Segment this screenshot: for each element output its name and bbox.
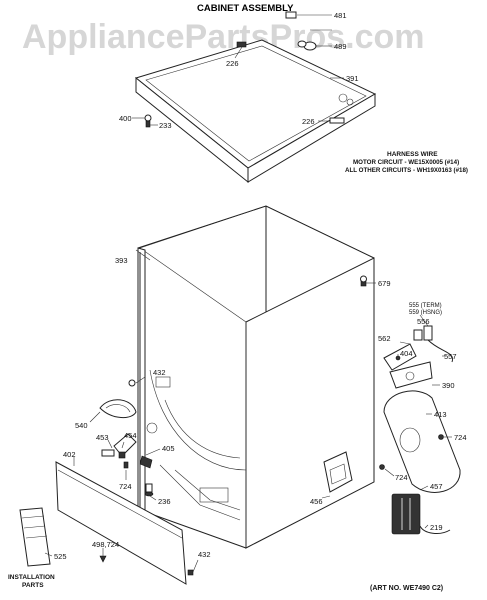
- part-413-heater-panel: [383, 390, 461, 493]
- part-390-plate-icon: [389, 361, 433, 389]
- callout-481: 481: [334, 11, 347, 20]
- part-724-right-screw-icon: [438, 434, 444, 440]
- toe-kick-panel-part: [55, 461, 187, 585]
- part-679-screw-icon: [360, 275, 367, 287]
- callout-400: 400: [119, 114, 132, 123]
- callout-453: 453: [96, 433, 109, 442]
- callout-525: 525: [54, 552, 67, 561]
- callout-236: 236: [158, 497, 171, 506]
- callout-456: 456: [310, 497, 323, 506]
- top-cover-part: [134, 39, 377, 184]
- callout-679: 679: [378, 279, 391, 288]
- callout-226-top: 226: [226, 59, 239, 68]
- callout-556: 556: [417, 317, 430, 326]
- callout-413: 413: [434, 410, 447, 419]
- part-724-lower-screw-icon: [379, 464, 385, 470]
- callout-219: 219: [430, 523, 443, 532]
- callout-557: 557: [444, 352, 457, 361]
- callout-233: 233: [159, 121, 172, 130]
- callout-724-lower: 724: [395, 473, 408, 482]
- callout-454: 454: [124, 431, 137, 440]
- part-540-drum-bearing-icon: [99, 399, 137, 418]
- callout-390: 390: [442, 381, 455, 390]
- callout-540: 540: [75, 421, 88, 430]
- part-219-wire-icon: [419, 525, 451, 534]
- callout-559: 559 (HSNG): [409, 310, 442, 316]
- part-432-bottom-icon: [187, 569, 194, 576]
- callout-498-724: 498,724: [92, 540, 119, 549]
- part-405-leveling-icon: [139, 455, 153, 469]
- callout-391: 391: [346, 74, 359, 83]
- callout-402: 402: [63, 450, 76, 459]
- callout-405: 405: [162, 444, 175, 453]
- part-724-screw-icon: [123, 461, 129, 469]
- part-498-screw-icon: [99, 555, 107, 563]
- callout-555: 555 (TERM): [409, 303, 442, 309]
- harness-motor-circuit: MOTOR CIRCUIT - WE15X0005 (#14): [353, 159, 459, 166]
- callout-457: 457: [430, 482, 443, 491]
- part-236-leg-icon: [144, 483, 154, 497]
- cabinet-body-part: [137, 205, 375, 549]
- installation-parts-bag: [19, 507, 51, 567]
- part-454-slide-icon: [113, 433, 137, 459]
- harness-other-circuits: ALL OTHER CIRCUITS - WH19X0163 (#18): [345, 167, 468, 174]
- callout-562: 562: [378, 334, 391, 343]
- diagram-title: CABINET ASSEMBLY: [197, 3, 294, 14]
- part-432-clip-icon: [128, 379, 136, 387]
- callout-432-upper: 432: [153, 368, 166, 377]
- installation-label-line2: PARTS: [22, 582, 44, 589]
- part-226-hinge-icon: [236, 41, 247, 48]
- callout-432-lower: 432: [198, 550, 211, 559]
- part-226-lower-icon: [329, 117, 345, 124]
- part-457-filter-block: [391, 493, 421, 535]
- art-number: (ART NO. WE7490 C2): [370, 585, 443, 592]
- watermark-text: AppliancePartsPros.com: [22, 18, 424, 56]
- callout-404: 404: [400, 349, 413, 358]
- callout-724-left: 724: [119, 482, 132, 491]
- callout-489: 489: [334, 42, 347, 51]
- part-453-bracket-icon: [101, 449, 115, 457]
- callout-226-lower: 226: [302, 117, 315, 126]
- installation-label-line1: INSTALLATION: [8, 574, 55, 581]
- callout-393: 393: [115, 256, 128, 265]
- part-456-bracket-icon: [323, 451, 353, 493]
- callout-724-right: 724: [454, 433, 467, 442]
- harness-heading: HARNESS WIRE: [387, 151, 438, 158]
- part-481-icon: [285, 11, 297, 19]
- part-556-terminal-block-icon: [413, 325, 454, 363]
